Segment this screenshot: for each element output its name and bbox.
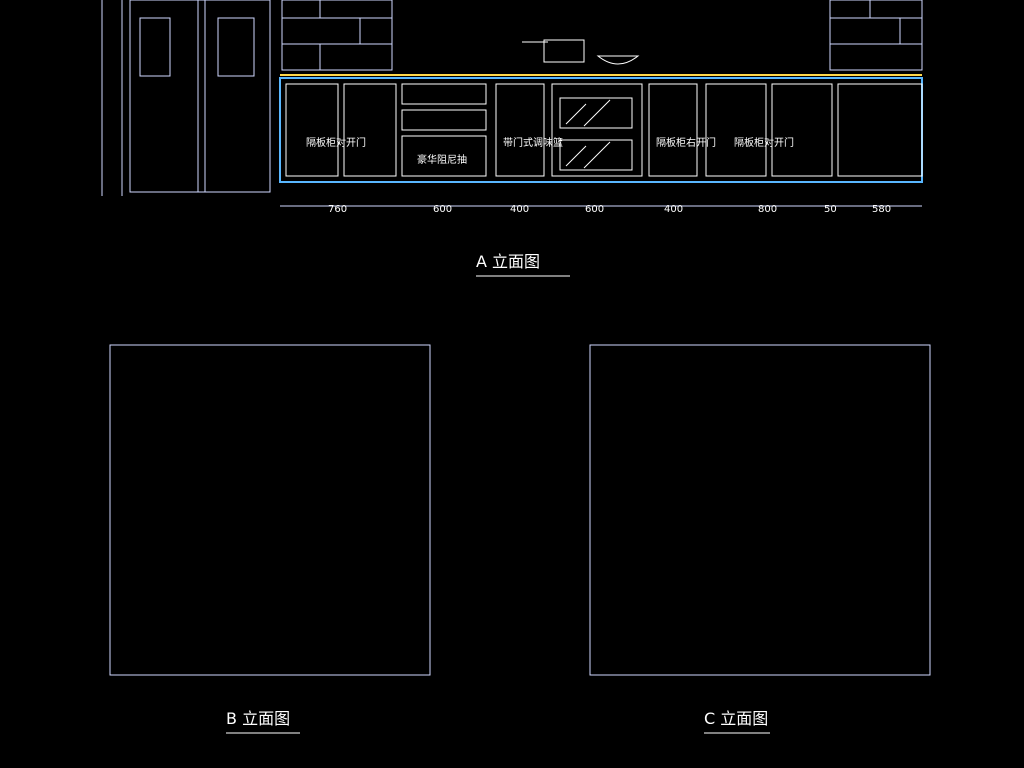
a-title: A 立面图 [476,252,540,271]
a-dim-1: 760 [328,204,347,215]
section-b: B 立面图 [109,344,431,734]
fridge [129,0,271,193]
label-a3: 带门式调味篮 [503,136,563,149]
label-a1: 隔板柜对开门 [306,136,366,149]
cooktop-pots [522,39,640,65]
base-cabinets-a [279,77,923,183]
label-a5: 隔板柜对开门 [734,136,794,149]
a-dim-7: 50 [824,204,837,215]
a-dim-6: 800 [758,204,777,215]
oven-windows [559,97,633,171]
fridge-dispenser-right [217,17,255,77]
cabinet-doors-a [285,83,923,177]
a-dim-4: 600 [585,204,604,215]
a-dim-3: 400 [510,204,529,215]
fridge-dispenser-left [139,17,171,77]
section-a: 隔板柜对开门 豪华阻尼抽 带门式调味篮 隔板柜右开门 隔板柜对开门 760 60… [101,0,923,277]
a-dim-8: 580 [872,204,891,215]
b-title: B 立面图 [226,709,290,728]
label-a4: 隔板柜右开门 [656,136,716,149]
c-title: C 立面图 [704,709,768,728]
a-dim-5: 400 [664,204,683,215]
a-dim-2: 600 [433,204,452,215]
section-c: C 立面图 [589,344,931,734]
wall-tiles-a [281,0,923,71]
label-a2: 豪华阻尼抽 [417,153,467,166]
